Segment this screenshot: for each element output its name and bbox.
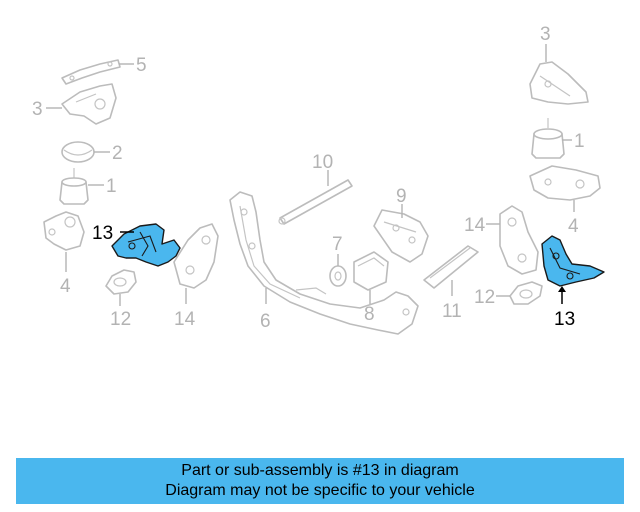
part-14-right-bracket bbox=[499, 205, 539, 275]
callout-14-left: 14 bbox=[174, 309, 196, 330]
callout-11: 11 bbox=[442, 301, 462, 322]
part-1-right-mount bbox=[531, 118, 565, 159]
banner-line-2: Diagram may not be specific to your vehi… bbox=[165, 482, 475, 499]
part-12-left-pad bbox=[105, 269, 137, 295]
info-banner: Part or sub-assembly is #13 in diagram D… bbox=[16, 458, 624, 504]
callout-12-right: 12 bbox=[474, 287, 495, 308]
callout-3-right: 3 bbox=[540, 24, 551, 45]
callout-12-left: 12 bbox=[110, 309, 131, 330]
callout-14-right: 14 bbox=[464, 215, 486, 236]
callout-1-right: 1 bbox=[574, 131, 585, 152]
part-4-left-bracket bbox=[43, 211, 85, 251]
part-8-block bbox=[353, 251, 389, 291]
callout-4-right: 4 bbox=[568, 216, 579, 237]
part-11-bar bbox=[423, 245, 479, 289]
callout-13-right: 13 bbox=[554, 309, 575, 330]
part-10-rod bbox=[278, 179, 353, 225]
part-7-bushing bbox=[329, 265, 347, 287]
arrowhead-13-right bbox=[558, 286, 566, 292]
callout-2: 2 bbox=[112, 143, 123, 164]
banner-line-1: Part or sub-assembly is #13 in diagram bbox=[181, 462, 459, 479]
callout-10: 10 bbox=[312, 152, 333, 173]
part-9-plate bbox=[373, 209, 429, 263]
callout-8: 8 bbox=[364, 304, 375, 325]
callout-6: 6 bbox=[260, 311, 271, 332]
part-6-crossmember bbox=[229, 191, 419, 335]
part-13-right-highlighted bbox=[541, 235, 605, 287]
callout-5: 5 bbox=[136, 55, 147, 76]
callout-13-left: 13 bbox=[92, 223, 113, 244]
part-12-right-pad bbox=[509, 281, 543, 305]
part-5-bracket bbox=[61, 59, 121, 85]
callout-4-left: 4 bbox=[60, 276, 71, 297]
part-4-right-bracket bbox=[529, 165, 601, 201]
callout-9: 9 bbox=[396, 186, 407, 207]
callout-1-left: 1 bbox=[106, 176, 117, 197]
callout-7: 7 bbox=[332, 234, 343, 255]
part-13-left-highlighted bbox=[111, 223, 181, 267]
callout-3-left: 3 bbox=[32, 99, 43, 120]
parts-diagram: 5 3 2 1 4 13 12 bbox=[32, 24, 605, 335]
part-1-left-mount bbox=[59, 168, 89, 205]
part-3-right-bracket bbox=[529, 61, 589, 105]
part-3-left-bracket bbox=[61, 83, 117, 125]
part-2-cap bbox=[61, 141, 95, 163]
part-14-left-bracket bbox=[173, 223, 219, 289]
